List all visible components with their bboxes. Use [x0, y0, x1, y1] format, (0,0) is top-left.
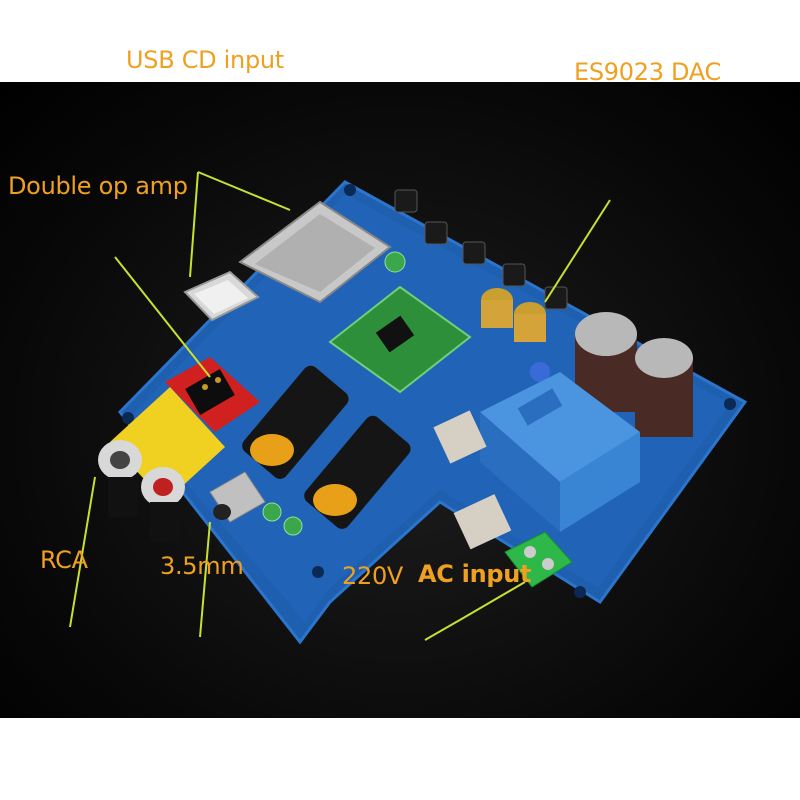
leader-lines — [69, 171, 611, 641]
label-usb-cd-input: USB CD input — [126, 46, 284, 74]
label-es9023-dac: ES9023 DAC — [574, 58, 721, 86]
tact-switches — [394, 189, 568, 310]
filter-capacitors — [575, 312, 693, 437]
product-photo — [0, 82, 800, 718]
dac-board-illustration — [69, 171, 748, 645]
op-amp-socket — [165, 357, 260, 432]
label-rca: RCA — [40, 546, 88, 574]
label-ac-input: AC input — [418, 560, 532, 588]
label-double-op-amp: Double op amp — [8, 172, 188, 200]
ac-terminal-block — [504, 531, 573, 588]
power-transformer — [480, 372, 640, 532]
label-220v: 220V — [342, 562, 404, 590]
film-capacitors — [242, 365, 411, 529]
audio-capacitors — [481, 288, 550, 382]
label-3-5mm: 3.5mm — [160, 552, 244, 580]
rca-jacks — [98, 387, 225, 542]
